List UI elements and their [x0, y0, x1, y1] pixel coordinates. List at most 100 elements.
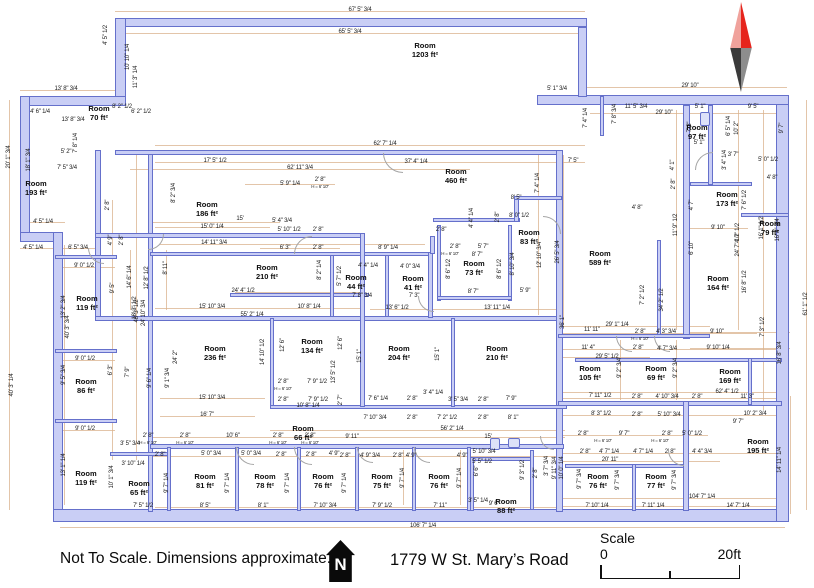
dimension-label: 2' 8": [339, 453, 351, 459]
dimension-label: 2' 8": [661, 431, 673, 437]
wall-segment: [537, 95, 789, 105]
door-swing-arc: [695, 152, 713, 170]
room-label-name: Room: [75, 469, 97, 478]
dimension-label: 36' 1": [560, 315, 566, 329]
wall-segment: [55, 255, 117, 259]
dimension-label: 4' 5" 1/2: [103, 25, 109, 45]
dimension-label: 2' 8": [305, 452, 317, 458]
wall-segment: [230, 293, 369, 297]
scale-title: Scale: [600, 530, 636, 546]
room-label-area: 164 ft²: [706, 283, 730, 292]
wall-segment: [115, 18, 587, 27]
dimension-label: 6' 3": [108, 364, 114, 376]
dimension-label: 5' 0" 3/4: [201, 451, 221, 457]
room-label-area: 173 ft²: [715, 199, 739, 208]
dimension-label: 40' 3" 1/4: [9, 373, 15, 397]
dimension-label: 9' 11" 3/4: [552, 456, 558, 480]
room-label-area: 236 ft²: [203, 353, 227, 362]
dimension-label: 29' 10": [655, 110, 673, 116]
door-swing-arc: [148, 234, 164, 250]
room-label-area: 195 ft²: [746, 446, 770, 455]
dimension-label: 4' 9": [405, 453, 417, 459]
dimension-line: [763, 110, 764, 410]
room-label-area: 73 ft²: [465, 268, 483, 277]
room-label-name: Room: [414, 41, 436, 50]
dimension-label: 7' 11" 1/4: [641, 503, 665, 509]
dimension-label: 29' 10": [681, 83, 699, 89]
dimension-line: [166, 250, 167, 310]
dimension-label: 6' 3": [279, 245, 291, 251]
dimension-label: 20' 11": [601, 457, 619, 463]
room-label-name: Room: [254, 472, 276, 481]
wall-segment: [360, 233, 365, 407]
dimension-label: 8' 6" 1/2: [497, 259, 503, 279]
dimension-label: 9' 3" 1/2: [520, 460, 526, 480]
room-label-name: Room: [371, 472, 393, 481]
room-label-area: 75 ft²: [373, 481, 391, 490]
room-label-area: 193 ft²: [24, 188, 48, 197]
room-label-name: Room: [495, 497, 517, 506]
wall-segment: [430, 236, 435, 254]
dimension-label: 6' 6": [474, 465, 480, 477]
dimension-label: 13' 11" 1/4: [484, 305, 510, 311]
dimension-label: 9' 7": [732, 419, 744, 425]
room-label-name: Room: [486, 344, 508, 353]
room-label-name: Room: [719, 367, 741, 376]
dimension-line: [676, 340, 677, 400]
dimension-label: 2' 8": [275, 452, 287, 458]
dimension-label: 20' 1" 3/4: [6, 145, 12, 169]
dimension-label: 9' 5": [110, 282, 116, 294]
dimension-label: 7' 9": [505, 396, 517, 402]
dimension-label: 6' 2" 1/2: [131, 109, 151, 115]
wall-segment: [433, 218, 520, 222]
wall-segment: [451, 318, 455, 407]
plumbing-fixture: [508, 438, 520, 448]
wall-segment: [657, 240, 661, 335]
room-label-name: Room: [25, 179, 47, 188]
dimension-label: 2' 8": [105, 199, 111, 211]
dimension-label: 7' 3": [408, 293, 420, 299]
dimension-label: 4' 8": [766, 175, 778, 181]
dimension-label: 4' 3" 3/4: [656, 329, 676, 335]
room-label-area: 44 ft²: [347, 282, 365, 291]
dimension-label: 62' 11" 3/4: [287, 165, 313, 171]
dimension-label: 8' 2" 1/2: [112, 104, 132, 110]
dimension-label: 7' 10" 3/4: [313, 503, 337, 509]
wall-segment: [575, 358, 782, 362]
dimension-line: [155, 308, 365, 309]
room-label-name: Room: [75, 377, 97, 386]
room-label-name: Room: [402, 274, 424, 283]
dimension-label: 2' 8": [631, 394, 643, 400]
dimension-line: [115, 11, 585, 12]
dimension-line: [9, 100, 10, 510]
dimension-label: 3' 7" 3/4: [544, 456, 550, 476]
dimension-label: 7' 8" 3/4: [612, 104, 618, 124]
dimension-line: [563, 435, 708, 436]
dimension-label: 2' 8": [304, 433, 316, 439]
dimension-label: 7' 5" 1/2: [133, 503, 153, 509]
dimension-label: 7' 6" 1/4: [368, 396, 388, 402]
room-label-name: Room: [589, 249, 611, 258]
dimension-label: 37' 4" 1/4: [404, 159, 428, 165]
dimension-line: [738, 110, 739, 330]
dimension-label: 4' 4" 1/4: [469, 208, 475, 228]
dimension-label: 15' 10" 3/4: [198, 395, 226, 401]
north-arrow-icon: N: [326, 540, 355, 582]
wall-segment: [748, 358, 752, 405]
scale-end-label: 20ft: [717, 546, 741, 562]
dimension-line: [563, 415, 780, 416]
dimension-label: 34' 2" 1/2: [659, 288, 665, 312]
room-label-area: 66 ft²: [294, 433, 312, 442]
dimension-line: [790, 396, 791, 514]
dimension-label: 2' 8": [406, 415, 418, 421]
dimension-line: [403, 450, 404, 505]
wall-segment: [683, 105, 690, 339]
dimension-label: 24' 7" 1/2: [735, 233, 741, 257]
dimension-label: H = 6' 10": [651, 437, 669, 443]
dimension-label: 24' 10" 3/4: [141, 299, 147, 327]
